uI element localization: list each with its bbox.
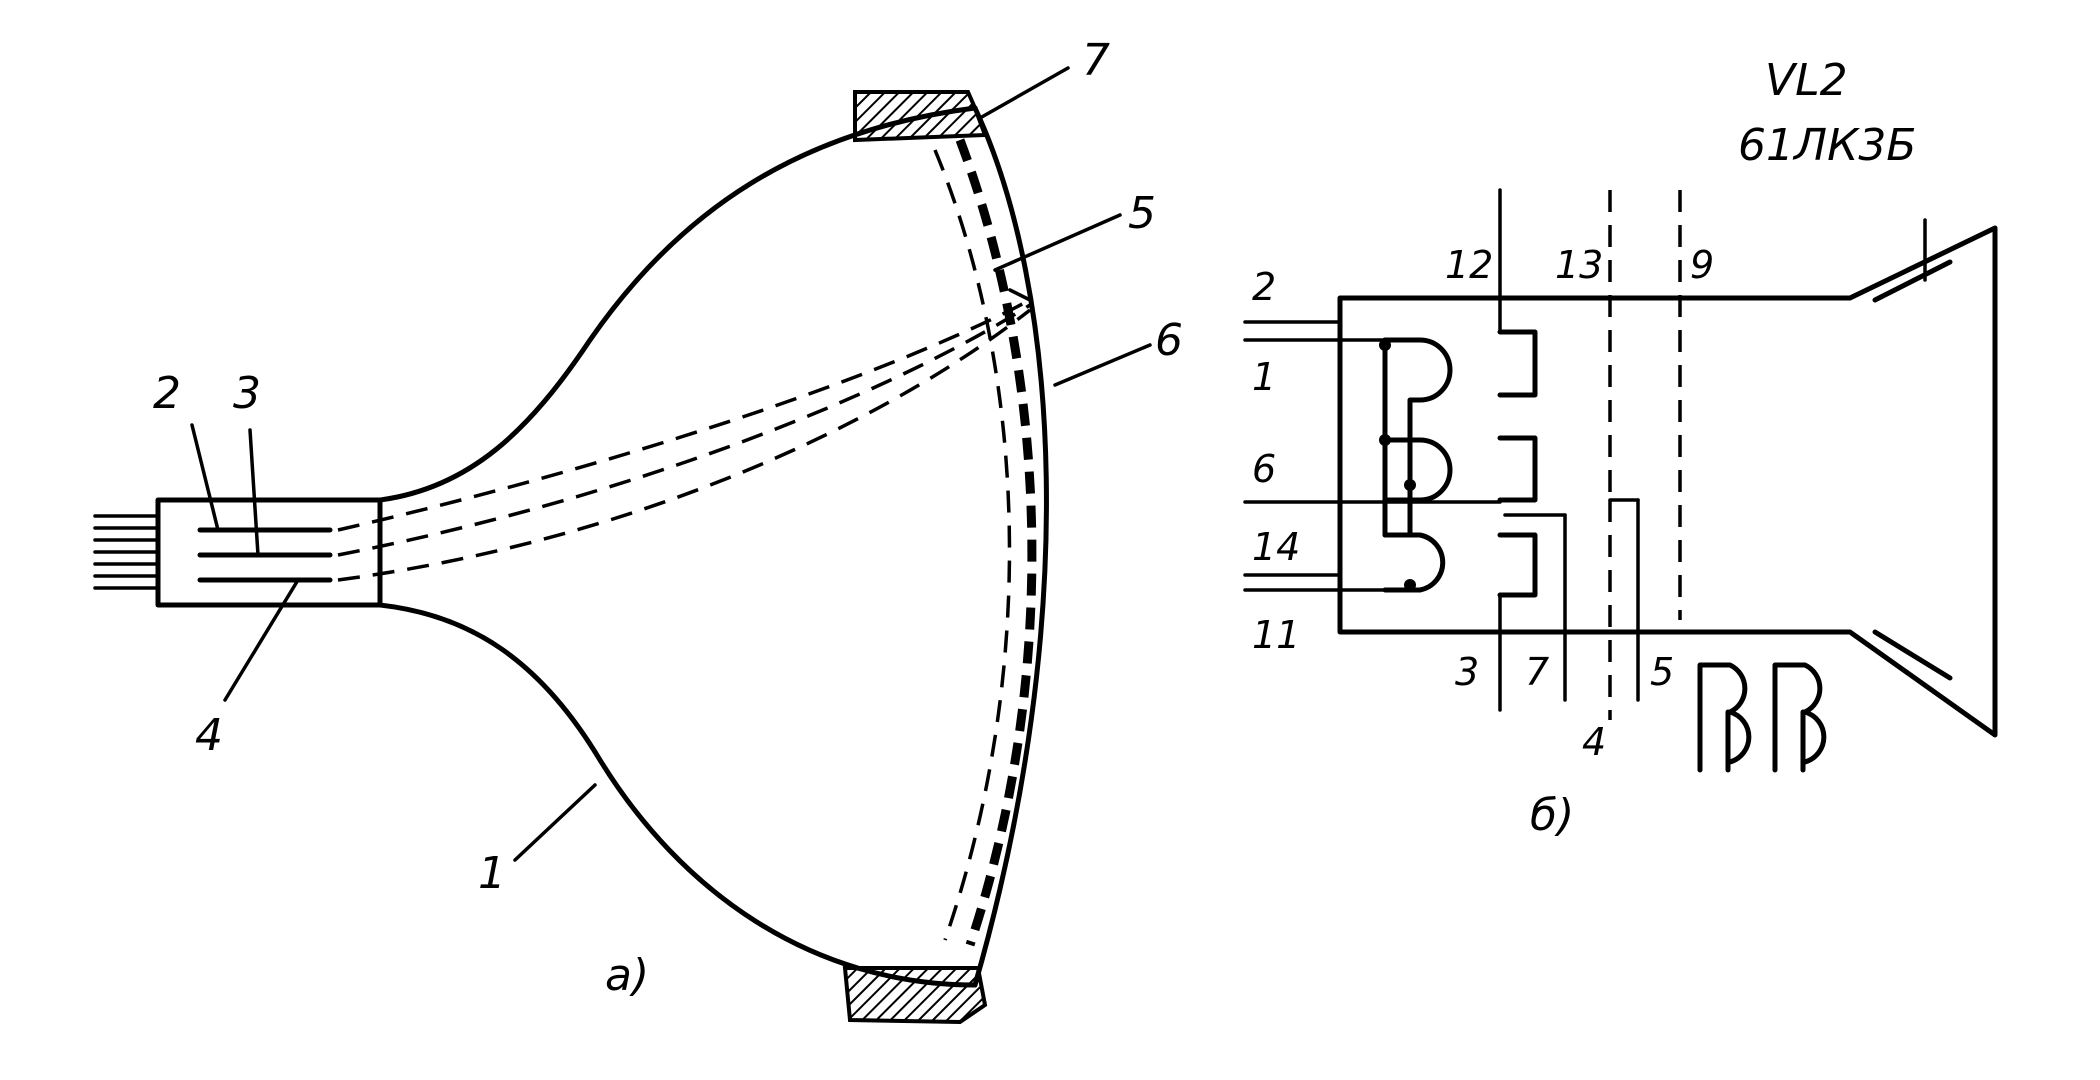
pin-label-2: 2 bbox=[1252, 265, 1276, 309]
phosphor-screen bbox=[955, 138, 1037, 947]
pin-label-9: 9 bbox=[1690, 243, 1714, 287]
bulb-outline-upper bbox=[377, 105, 978, 503]
caption-a: а) bbox=[605, 950, 649, 1001]
pin-label-4: 4 bbox=[1582, 720, 1606, 764]
mounting-band-top bbox=[853, 90, 988, 143]
electron-beams bbox=[337, 288, 1032, 582]
caption-b: б) bbox=[1530, 790, 1574, 841]
electrode-leads bbox=[1498, 188, 1682, 720]
label-7: 7 bbox=[1082, 35, 1110, 86]
label-4: 4 bbox=[195, 710, 223, 761]
pin-label-14: 14 bbox=[1252, 525, 1300, 569]
label-5: 5 bbox=[1128, 188, 1156, 239]
label-6: 6 bbox=[1155, 315, 1183, 366]
shadow-mask bbox=[933, 149, 1012, 941]
deflection-coils bbox=[1697, 662, 1827, 773]
screen-faceplate bbox=[972, 105, 1049, 988]
label-3: 3 bbox=[233, 368, 261, 419]
tube-designator: VL2 bbox=[1765, 55, 1848, 106]
tube-type: 61ЛК3Б bbox=[1738, 120, 1917, 171]
pin-label-11: 11 bbox=[1252, 613, 1300, 657]
label-1: 1 bbox=[478, 848, 506, 899]
pin-label-13: 13 bbox=[1555, 243, 1603, 287]
tube-envelope bbox=[1337, 225, 1998, 738]
crt-schematic-symbol: 2 1 6 14 11 12 13 9 3 7 4 5 VL2 61ЛК3Б б… bbox=[1243, 55, 1998, 841]
left-leads bbox=[1243, 320, 1502, 592]
pin-label-7: 7 bbox=[1525, 650, 1549, 694]
bulb-outline-lower bbox=[377, 602, 978, 988]
electron-guns bbox=[197, 527, 333, 583]
cathode-loops bbox=[1379, 337, 1453, 593]
label-2: 2 bbox=[153, 368, 181, 419]
coating-mark-bottom bbox=[1872, 629, 1953, 681]
leader-lines bbox=[190, 66, 1152, 862]
base-pins bbox=[93, 514, 160, 590]
coating-mark-top bbox=[1872, 259, 1953, 303]
pin-label-5: 5 bbox=[1650, 650, 1674, 694]
mounting-band-bottom bbox=[842, 966, 988, 1025]
pin-label-3: 3 bbox=[1455, 650, 1479, 694]
pin-label-6: 6 bbox=[1252, 447, 1276, 491]
pin-label-12: 12 bbox=[1445, 243, 1493, 287]
pin-label-1: 1 bbox=[1252, 355, 1276, 399]
control-grids bbox=[1497, 329, 1538, 598]
crt-section-drawing: 1 2 3 4 5 6 7 а) bbox=[93, 35, 1183, 1025]
